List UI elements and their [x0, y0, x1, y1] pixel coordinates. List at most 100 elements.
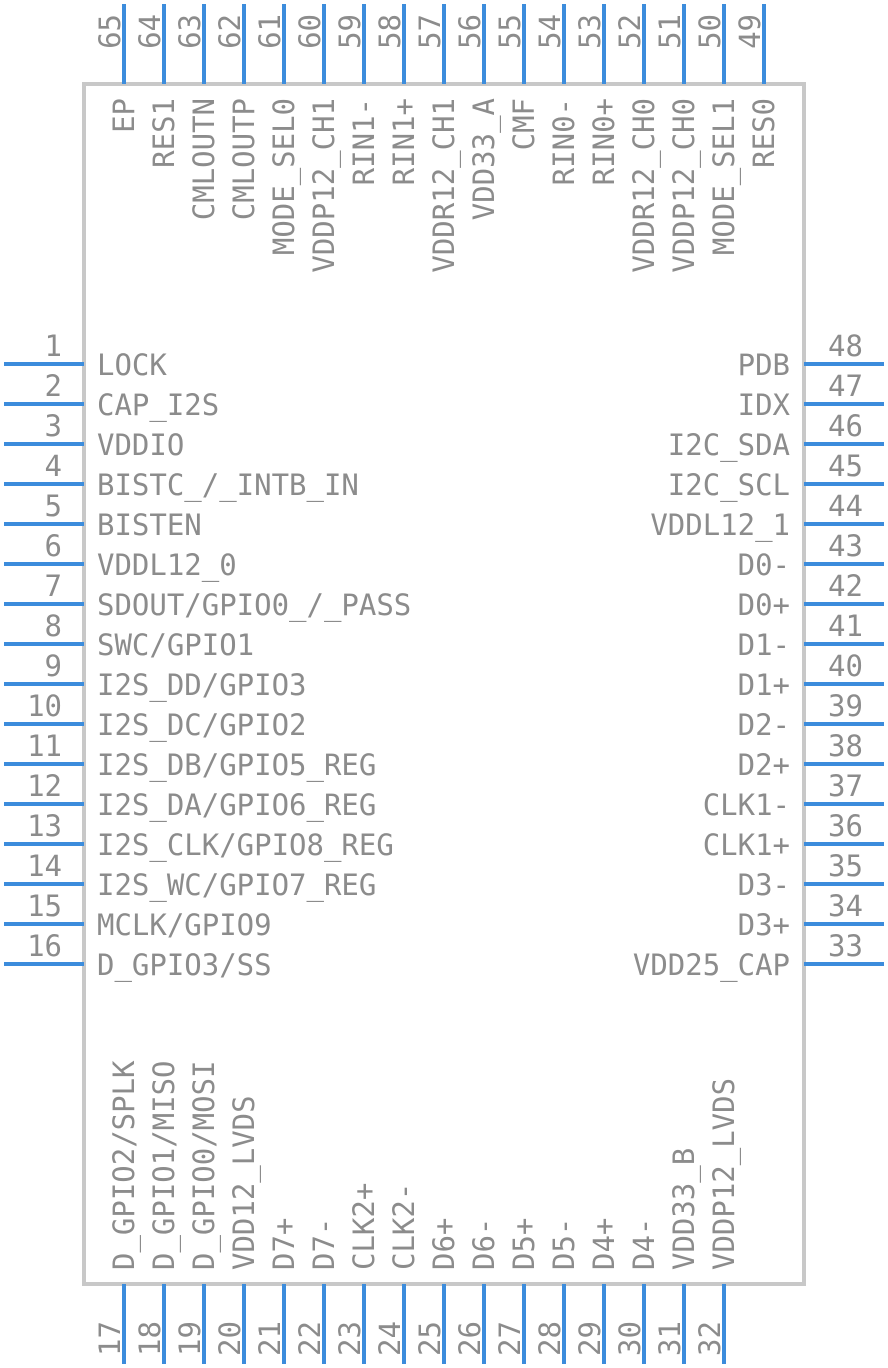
pin-label-idx: IDX	[738, 388, 791, 422]
pin-label-d-gpio1-miso: D_GPIO1/MISO	[147, 1060, 182, 1270]
pin-label-i2s-da-gpio6-reg: I2S_DA/GPIO6_REG	[97, 788, 376, 823]
pin-number-43: 43	[828, 529, 863, 563]
pin-number-34: 34	[828, 889, 863, 923]
pin-label-res1: RES1	[147, 98, 181, 168]
pin-label-rin1: RIN1+	[387, 98, 421, 185]
pin-28: 28 D5-	[533, 1218, 581, 1364]
pin-label-mode-sel0: MODE_SEL0	[267, 98, 302, 255]
pin-label-vddr12-ch1: VDDR12_CH1	[427, 98, 462, 273]
pin-number-55: 55	[493, 14, 527, 49]
pin-label-mode-sel1: MODE_SEL1	[707, 98, 742, 255]
pin-number-6: 6	[45, 529, 62, 563]
pin-number-41: 41	[828, 609, 863, 643]
pin-number-40: 40	[828, 649, 863, 683]
pin-number-10: 10	[27, 689, 62, 723]
pin-number-49: 49	[733, 14, 767, 49]
pin-number-47: 47	[828, 369, 863, 403]
bottom-pin-group: 17 D_GPIO2/SPLK 18 D_GPIO1/MISO19D_GPIO0/MO…	[93, 1060, 742, 1364]
pin-number-65: 65	[93, 14, 127, 49]
pin-number-64: 64	[133, 14, 167, 49]
pin-number-7: 7	[45, 569, 62, 603]
pin-label-i2c-sda: I2C_SDA	[668, 428, 790, 463]
pin-label-vddp12-ch1: VDDP12_CH1	[307, 98, 342, 273]
pin-19: 19D_GPIO0/MOSI	[173, 1060, 222, 1364]
pin-number-30: 30	[613, 1321, 647, 1356]
pin-number-11: 11	[27, 729, 62, 763]
pin-number-51: 51	[653, 14, 687, 49]
pin-number-16: 16	[27, 929, 62, 963]
pin-number-2: 2	[45, 369, 62, 403]
pin-label-d2: D2-	[738, 708, 790, 742]
left-pin-group: 1LOCK2CAP_I2S3VDDIO4BISTC_/_INTB_IN5BIST…	[4, 329, 411, 983]
pin-number-25: 25	[413, 1321, 447, 1356]
pin-label-rin0: RIN0+	[587, 98, 621, 185]
pin-number-46: 46	[828, 409, 863, 443]
pin-label-cmloutn: CMLOUTN	[187, 98, 221, 220]
pin-number-29: 29	[573, 1321, 607, 1356]
pin-number-17: 17	[93, 1321, 127, 1356]
pin-label-d6: D6+	[427, 1218, 461, 1270]
pin-number-3: 3	[45, 409, 62, 443]
pin-label-bisten: BISTEN	[97, 508, 202, 542]
pin-number-60: 60	[293, 14, 327, 49]
pin-label-vddl12-0: VDDL12_0	[97, 548, 237, 583]
pin-label-clk1: CLK1+	[703, 828, 790, 862]
pin-label-vdd25-cap: VDD25_CAP	[633, 948, 790, 983]
pin-label-pdb: PDB	[738, 348, 790, 382]
pin-label-swc-gpio1: SWC/GPIO1	[97, 628, 254, 662]
pin-number-52: 52	[613, 14, 647, 49]
pin-label-cmloutp: CMLOUTP	[227, 98, 261, 220]
pin-label-vdd12-lvds: VDD12_LVDS	[227, 1095, 262, 1270]
pin-label-d7: D7-	[307, 1218, 341, 1270]
pin-label-vddio: VDDIO	[97, 428, 184, 462]
pin-label-i2s-clk-gpio8-reg: I2S_CLK/GPIO8_REG	[97, 828, 394, 863]
pin-18: 18 D_GPIO1/MISO	[133, 1060, 182, 1364]
pin-number-26: 26	[453, 1321, 487, 1356]
pin-label-cmf: CMF	[507, 98, 541, 150]
pin-16: 16D_GPIO3/SS	[4, 929, 272, 983]
pin-number-56: 56	[453, 14, 487, 49]
pin-label-sdout-gpio0-pass: SDOUT/GPIO0_/_PASS	[97, 588, 411, 623]
pin-number-39: 39	[828, 689, 863, 723]
pin-25: 25 D6+	[413, 1218, 461, 1364]
pin-number-44: 44	[828, 489, 863, 523]
pin-label-vddp12-ch0: VDDP12_CH0	[667, 98, 702, 273]
pin-number-28: 28	[533, 1321, 567, 1356]
pin-number-38: 38	[828, 729, 863, 763]
pin-number-62: 62	[213, 14, 247, 49]
pin-label-d5: D5-	[547, 1218, 581, 1270]
pin-label-d-gpio2-splk: D_GPIO2/SPLK	[107, 1060, 142, 1270]
pin-number-4: 4	[45, 449, 62, 483]
pin-number-53: 53	[573, 14, 607, 49]
pin-label-lock: LOCK	[97, 348, 167, 382]
pin-number-31: 31	[653, 1321, 687, 1356]
pin-number-18: 18	[133, 1321, 167, 1356]
